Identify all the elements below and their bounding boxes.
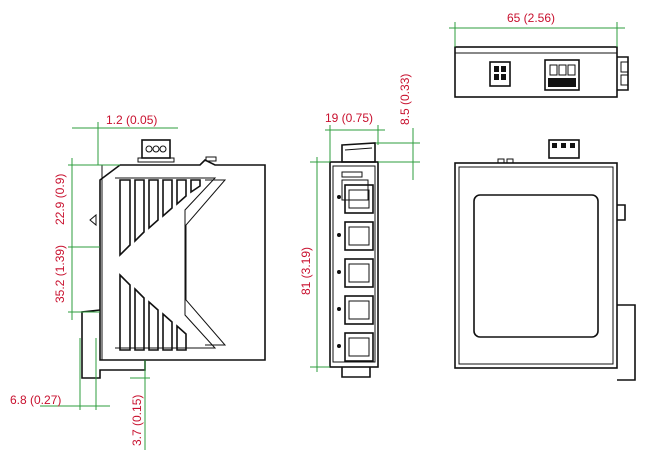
front-body-outline xyxy=(329,161,379,368)
front-view xyxy=(329,142,379,378)
top-view xyxy=(454,46,629,98)
dim-bottom-offset: 3.7 (0.15) xyxy=(130,395,144,446)
side-view xyxy=(81,139,266,379)
side-body-outline xyxy=(99,159,266,361)
dim-width-top: 65 (2.56) xyxy=(507,11,555,25)
front-dimensions xyxy=(310,125,420,372)
ventilation-slats xyxy=(115,177,227,351)
top-body-outline xyxy=(454,46,618,98)
dim-din-offset: 6.8 (0.27) xyxy=(10,393,61,407)
side-terminal-block xyxy=(137,139,175,163)
dim-front-height: 81 (3.19) xyxy=(299,247,313,295)
rear-panel xyxy=(473,194,599,338)
top-dimensions xyxy=(449,22,625,47)
dim-front-width: 19 (0.75) xyxy=(325,111,373,125)
side-dimensions xyxy=(40,122,178,450)
rj45-ports xyxy=(337,184,374,362)
dim-depth-offset: 1.2 (0.05) xyxy=(106,113,157,127)
rear-view xyxy=(454,139,636,381)
dim-mid-section: 35.2 (1.39) xyxy=(53,245,67,303)
dim-terminal-height: 8.5 (0.33) xyxy=(398,74,412,125)
dim-top-section: 22.9 (0.9) xyxy=(53,174,67,225)
rear-body-outline xyxy=(454,162,618,369)
